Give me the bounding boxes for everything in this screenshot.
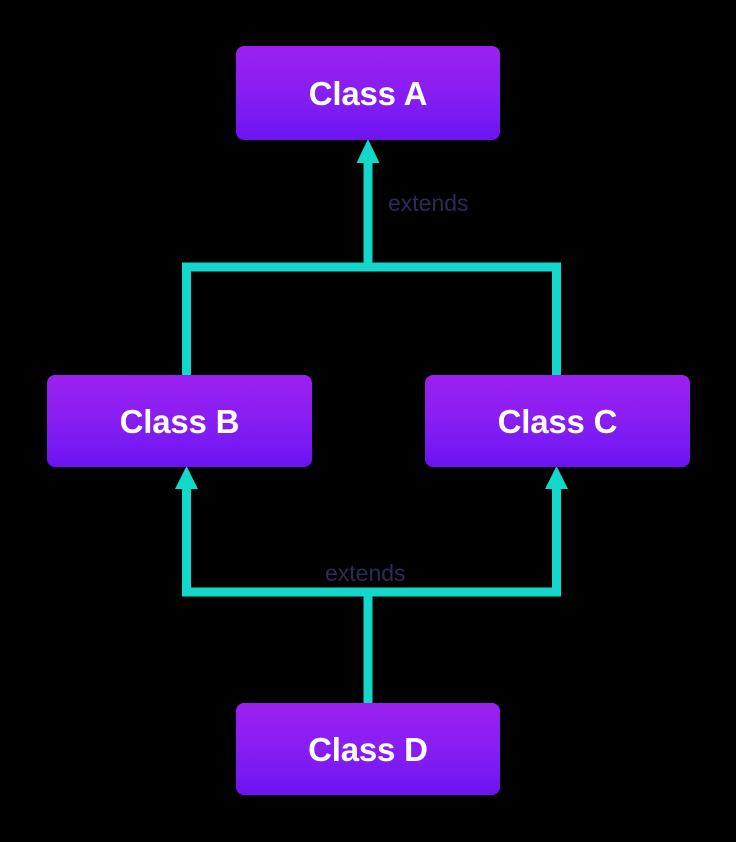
class-node-class-b[interactable]: Class B [47,375,312,467]
edge-group-to-class-a [182,139,561,375]
arrowhead-into-class-b [175,466,198,489]
arrowhead-into-class-c [545,466,568,489]
arrowhead-into-class-a [356,139,380,163]
class-node-class-a[interactable]: Class A [236,46,500,140]
class-node-label: Class B [119,402,240,440]
class-node-class-d[interactable]: Class D [236,703,500,795]
edge-label-extends-lower: extends [325,560,406,586]
edge-label-extends-upper: extends [388,190,469,216]
class-node-label: Class D [308,730,428,768]
class-node-label: Class C [497,402,618,440]
class-node-label: Class A [308,74,428,112]
class-node-class-c[interactable]: Class C [425,375,690,467]
